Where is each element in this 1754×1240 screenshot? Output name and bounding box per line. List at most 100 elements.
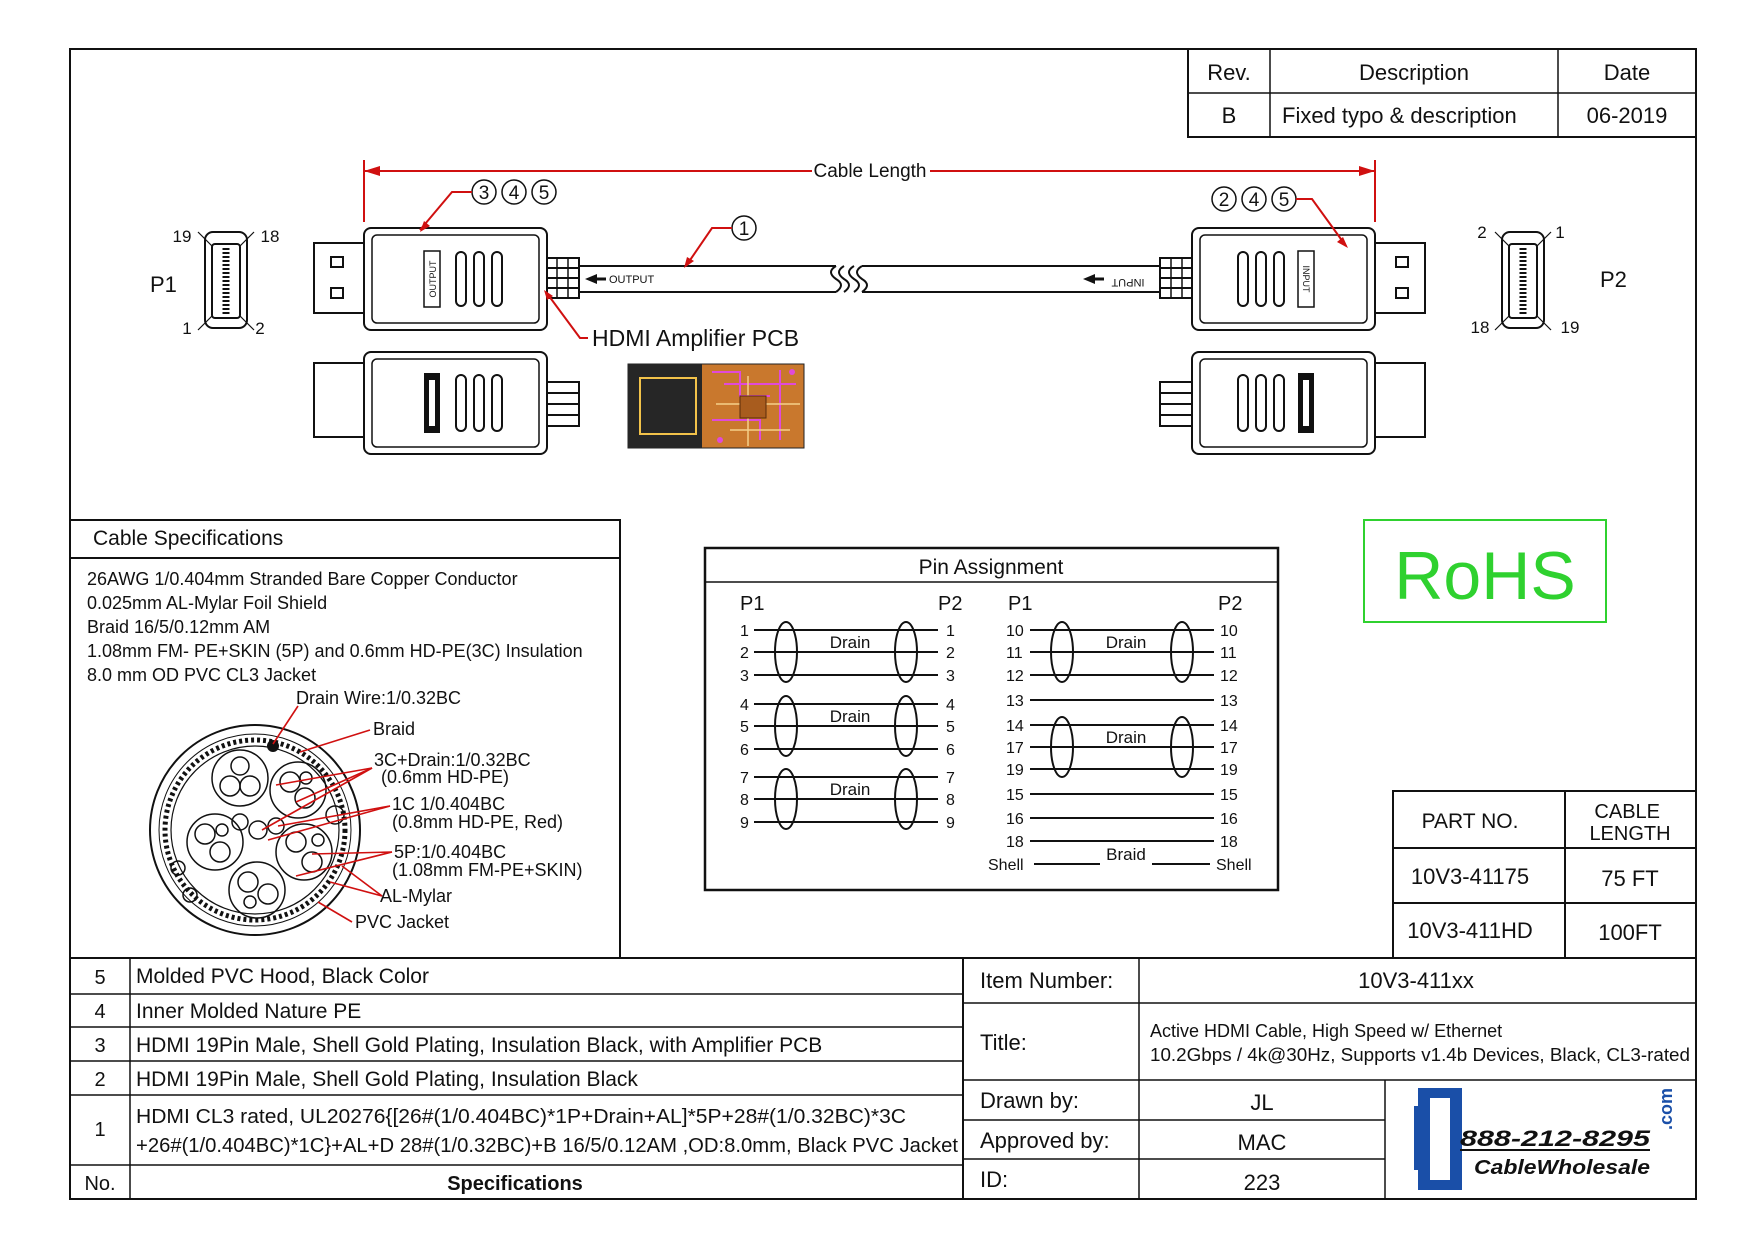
- pin-col-p1-left: P1: [740, 593, 764, 615]
- bom-no-2: 2: [94, 1069, 105, 1091]
- p2-label: P2: [1600, 267, 1627, 292]
- rohs-text: RoHS: [1394, 538, 1575, 614]
- drain-label-5: Drain: [1106, 728, 1147, 747]
- description-header: Description: [1359, 60, 1469, 85]
- title-block: Item Number: 10V3-411xx Title: Active HD…: [963, 958, 1696, 1199]
- bom-table: 5 Molded PVC Hood, Black Color 4 Inner M…: [70, 957, 1696, 1199]
- left-callout-5-text: 5: [539, 183, 550, 204]
- label-drain-wire: Drain Wire:1/0.32BC: [296, 688, 461, 708]
- bom-no-4: 4: [94, 1001, 105, 1023]
- bom-no-5: 5: [94, 967, 105, 989]
- label-al-mylar: AL-Mylar: [380, 886, 452, 906]
- rohs-badge: RoHS: [1363, 519, 1607, 623]
- label-1c-insulation: (0.8mm HD-PE, Red): [392, 812, 563, 832]
- cable-specs-title: Cable Specifications: [93, 527, 283, 550]
- pin-r-shell: Shell: [988, 857, 1024, 874]
- pin-r-18: 18: [1006, 834, 1024, 851]
- logo-phone: 888-212-8295: [1460, 1126, 1651, 1151]
- pin-r-12: 12: [1006, 668, 1024, 685]
- part-number-table: PART NO. CABLE LENGTH 10V3-41175 75 FT 1…: [1392, 790, 1697, 959]
- spec-line-5: 8.0 mm OD PVC CL3 Jacket: [87, 665, 316, 685]
- p2-pin-2: 2: [1477, 223, 1486, 242]
- pin-l2-9: 9: [946, 815, 955, 832]
- left-connector-top: OUTPUT: [313, 227, 580, 331]
- braid-label: Braid: [1106, 845, 1146, 864]
- bom-footer-no: No.: [84, 1173, 115, 1195]
- drawn-by-label: Drawn by:: [980, 1088, 1079, 1113]
- label-3c-insulation: (0.6mm HD-PE): [381, 767, 509, 787]
- spec-line-1: 26AWG 1/0.404mm Stranded Bare Copper Con…: [87, 569, 518, 589]
- amplifier-pcb-image: [627, 363, 805, 449]
- cable-output-label: OUTPUT: [609, 274, 655, 286]
- pin-r-16: 16: [1006, 811, 1024, 828]
- p1-pin-2: 2: [255, 319, 264, 338]
- p1-pin-1: 1: [182, 319, 191, 338]
- pin-l-5: 5: [740, 719, 749, 736]
- right-callout-2: [1211, 186, 1237, 212]
- pin-r2-19: 19: [1220, 762, 1238, 779]
- p1-label: P1: [150, 272, 177, 297]
- pin-r-10: 10: [1006, 623, 1024, 640]
- id-label: ID:: [980, 1167, 1008, 1192]
- p2-pin-19: 19: [1561, 318, 1580, 337]
- pin-r-17: 17: [1006, 740, 1024, 757]
- label-5p-insulation: (1.08mm FM-PE+SKIN): [392, 860, 583, 880]
- bom-no-1: 1: [94, 1119, 105, 1141]
- pin-r-19: 19: [1006, 762, 1024, 779]
- bom-no-3: 3: [94, 1035, 105, 1057]
- cable-length-dimension: Cable Length: [363, 160, 1376, 222]
- drain-label-4: Drain: [1106, 633, 1147, 652]
- rev-header: Rev.: [1207, 60, 1251, 85]
- sheet-border: [69, 48, 1697, 1200]
- input-connector-label: INPUT: [1301, 266, 1311, 294]
- right-connector-top: INPUT: [1159, 227, 1426, 331]
- pin-l2-3: 3: [946, 668, 955, 685]
- callouts: 3 4 5 2 4 5 1 HDMI Amplifier PCB: [419, 179, 1348, 351]
- pin-r2-11: 11: [1220, 645, 1237, 662]
- pin-col-p2-right: P2: [1218, 593, 1242, 615]
- pin-col-p1-right: P1: [1008, 593, 1032, 615]
- pin-l-2: 2: [740, 645, 749, 662]
- bom-spec-1-line2: +26#(1/0.404BC)*1C}+AL+D 28#(1/0.32BC)+B…: [136, 1135, 958, 1157]
- pin-assignment-panel: Pin Assignment P1 P2 P1 P2 Drain Drain D…: [703, 546, 1280, 892]
- bom-spec-5: Molded PVC Hood, Black Color: [136, 965, 429, 988]
- pin-l-6: 6: [740, 742, 749, 759]
- p2-end-view: P2 2 1 18 19: [1471, 223, 1627, 337]
- pin-l-3: 3: [740, 668, 749, 685]
- bom-footer-spec: Specifications: [447, 1173, 583, 1195]
- pin-r-15: 15: [1006, 787, 1024, 804]
- rev-value: B: [1222, 103, 1237, 128]
- left-callout-4-text: 4: [509, 183, 520, 204]
- pcb-label: HDMI Amplifier PCB: [592, 325, 799, 351]
- revision-table: Rev. Description Date B Fixed typo & des…: [1187, 48, 1697, 138]
- pin-l2-1: 1: [946, 623, 955, 640]
- bom-spec-1-line1: HDMI CL3 rated, UL20276{[26#(1/0.404BC)*…: [136, 1106, 906, 1128]
- pin-r-11: 11: [1006, 645, 1023, 662]
- pin-r-14: 14: [1006, 718, 1024, 735]
- logo-name: CableWholesale: [1474, 1157, 1650, 1179]
- pin-l2-7: 7: [946, 770, 955, 787]
- title-line-1: Active HDMI Cable, High Speed w/ Etherne…: [1150, 1021, 1502, 1041]
- spec-line-4: 1.08mm FM- PE+SKIN (5P) and 0.6mm HD-PE(…: [87, 641, 583, 661]
- right-callout-4-text: 4: [1249, 190, 1260, 211]
- pin-l-7: 7: [740, 770, 749, 787]
- id-value: 223: [1244, 1170, 1281, 1195]
- left-callout-5: [531, 179, 557, 205]
- date-value: 06-2019: [1587, 103, 1668, 128]
- pin-r2-16: 16: [1220, 811, 1238, 828]
- right-callout-5-text: 5: [1279, 190, 1290, 211]
- part-row-1-length: 75 FT: [1601, 866, 1658, 891]
- item-number-value: 10V3-411xx: [1358, 968, 1474, 993]
- spec-line-3: Braid 16/5/0.12mm AM: [87, 617, 270, 637]
- part-row-2-part: 10V3-411HD: [1407, 918, 1533, 943]
- pin-r2-15: 15: [1220, 787, 1238, 804]
- pin-l-9: 9: [740, 815, 749, 832]
- left-callout-4: [501, 179, 527, 205]
- approved-by-value: MAC: [1238, 1130, 1287, 1155]
- cable-length-header-text-2: LENGTH: [1589, 823, 1670, 845]
- right-connector-side: [1159, 351, 1426, 455]
- pin-l-8: 8: [740, 792, 749, 809]
- pin-l2-8: 8: [946, 792, 955, 809]
- drawn-by-value: JL: [1250, 1090, 1273, 1115]
- pin-l2-2: 2: [946, 645, 955, 662]
